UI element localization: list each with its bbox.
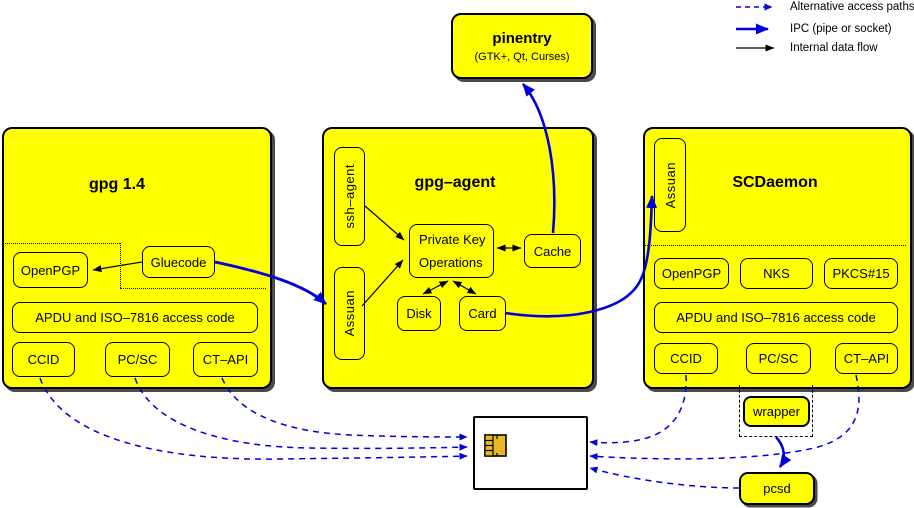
gpg14-ctapi-node: CT–API (193, 342, 258, 377)
gpg-agent-title: gpg–agent (414, 174, 496, 191)
gpg14-ctapi-label: CT–API (202, 352, 249, 367)
scd-ccid-node: CCID (654, 343, 718, 374)
pcsd-node: pcsd (739, 472, 815, 505)
wrapper-label: wrapper (753, 404, 800, 419)
scd-ccid-label: CCID (670, 351, 702, 366)
smartcard-chip-icon (484, 434, 507, 457)
agent-ssh-agent-node: ssh–agent (334, 147, 365, 246)
scd-pcsc-node: PC/SC (746, 343, 811, 374)
legend-ipc-label: IPC (pipe or socket) (790, 23, 892, 35)
agent-card-node: Card (459, 296, 506, 331)
agent-assuan-label: Assuan (342, 290, 357, 337)
scd-apdu-label: APDU and ISO–7816 access code (676, 310, 876, 325)
scd-pcsc-label: PC/SC (758, 351, 799, 366)
agent-pko-line1: Private Key (419, 232, 486, 247)
scd-nks-label: NKS (763, 266, 790, 281)
gpg14-openpgp-node: OpenPGP (13, 252, 88, 288)
gpg14-ccid-label: CCID (27, 352, 60, 367)
pinentry-subtitle: (GTK+, Qt, Curses) (474, 50, 570, 63)
alt-pcsd-to-card (589, 466, 740, 489)
gpg14-dotted-separator-bottom (120, 288, 266, 289)
gpg14-title: gpg 1.4 (88, 176, 145, 193)
scd-apdu-node: APDU and ISO–7816 access code (654, 302, 898, 333)
scd-nks-node: NKS (740, 258, 813, 289)
scd-dotted-separator (645, 245, 906, 246)
gpg14-apdu-label: APDU and ISO–7816 access code (35, 310, 235, 325)
agent-private-key-operations-node: Private Key Operations (409, 224, 494, 278)
agent-disk-label: Disk (406, 306, 432, 321)
scd-pkcs15-label: PKCS#15 (832, 266, 890, 281)
wrapper-node: wrapper (743, 396, 810, 427)
gpg14-gluecode-node: Gluecode (142, 246, 215, 278)
legend-alternative-access-label: Alternative access paths (790, 1, 914, 13)
scd-openpgp-node: OpenPGP (654, 258, 729, 289)
pinentry-box: pinentry (GTK+, Qt, Curses) (451, 13, 593, 79)
gpg14-pcsc-label: PC/SC (117, 352, 158, 367)
legend-internal-flow-label: Internal data flow (790, 42, 878, 54)
gpg14-ccid-node: CCID (12, 342, 75, 377)
agent-ssh-agent-label: ssh–agent (342, 164, 357, 229)
agent-pko-line2: Operations (419, 255, 483, 270)
agent-disk-node: Disk (397, 296, 441, 331)
gpg14-dotted-separator-top (3, 243, 120, 244)
agent-cache-node: Cache (524, 234, 581, 268)
scd-ctapi-label: CT–API (843, 351, 890, 366)
ipc-wrapper-to-pcsd (775, 436, 792, 468)
scd-ctapi-node: CT–API (835, 343, 898, 374)
alt-gpg14-ccid-to-card (39, 377, 468, 460)
gpg14-gluecode-label: Gluecode (150, 254, 207, 270)
agent-cache-label: Cache (533, 243, 572, 259)
pinentry-title: pinentry (492, 29, 552, 47)
pcsd-label: pcsd (763, 481, 791, 496)
gpg14-pcsc-node: PC/SC (105, 342, 170, 377)
scd-openpgp-label: OpenPGP (661, 266, 722, 281)
scd-assuan-label: Assuan (662, 161, 678, 209)
agent-card-label: Card (468, 306, 497, 321)
agent-assuan-node: Assuan (334, 267, 365, 360)
scd-assuan-node: Assuan (654, 138, 686, 232)
gpg14-dotted-separator-vertical (120, 243, 121, 288)
scdaemon-title: SCDaemon (732, 174, 818, 191)
gpg14-openpgp-label: OpenPGP (20, 262, 81, 278)
scd-pkcs15-node: PKCS#15 (824, 258, 898, 289)
gpg14-apdu-node: APDU and ISO–7816 access code (12, 302, 258, 333)
